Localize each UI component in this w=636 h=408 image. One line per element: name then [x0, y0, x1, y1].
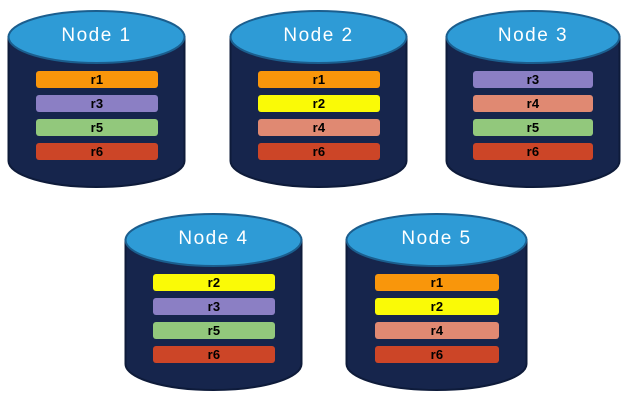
- replica-label: r6: [526, 144, 540, 159]
- replica-bar[interactable]: r3: [473, 71, 593, 88]
- replica-label: r2: [312, 96, 326, 111]
- replica-label: r4: [526, 96, 540, 111]
- replica-bar[interactable]: r6: [36, 143, 158, 160]
- replica-bar[interactable]: r6: [473, 143, 593, 160]
- replica-bar[interactable]: r6: [153, 346, 275, 363]
- replica-bar[interactable]: r2: [375, 298, 499, 315]
- replica-bar[interactable]: r3: [36, 95, 158, 112]
- replica-bar[interactable]: r2: [258, 95, 380, 112]
- replica-label: r2: [207, 275, 221, 290]
- replica-label: r4: [312, 120, 326, 135]
- replica-label: r1: [430, 275, 444, 290]
- replica-label: r6: [312, 144, 326, 159]
- replica-label: r3: [526, 72, 540, 87]
- replica-bar[interactable]: r3: [153, 298, 275, 315]
- replica-bar[interactable]: r6: [258, 143, 380, 160]
- replica-bar[interactable]: r4: [375, 322, 499, 339]
- replica-label: r6: [207, 347, 221, 362]
- replica-bar[interactable]: r5: [153, 322, 275, 339]
- replica-label: r6: [430, 347, 444, 362]
- cylinder-top: [229, 10, 408, 64]
- replica-bar[interactable]: r6: [375, 346, 499, 363]
- replica-bar[interactable]: r5: [473, 119, 593, 136]
- cylinder-top: [7, 10, 186, 64]
- replica-label: r4: [430, 323, 444, 338]
- replica-bar[interactable]: r1: [258, 71, 380, 88]
- replica-list: r1 r2 r4 r6: [375, 274, 499, 363]
- replica-bar[interactable]: r4: [258, 119, 380, 136]
- replica-bar[interactable]: r2: [153, 274, 275, 291]
- replica-list: r1 r3 r5 r6: [36, 71, 158, 160]
- cylinder-top: [345, 213, 528, 267]
- replica-list: r2 r3 r5 r6: [153, 274, 275, 363]
- replica-label: r3: [207, 299, 221, 314]
- replica-label: r5: [526, 120, 540, 135]
- replica-label: r2: [430, 299, 444, 314]
- cylinder-top: [124, 213, 303, 267]
- cylinder-top: [445, 10, 621, 64]
- replica-label: r1: [90, 72, 104, 87]
- replica-list: r3 r4 r5 r6: [473, 71, 593, 160]
- replica-bar[interactable]: r1: [375, 274, 499, 291]
- replica-label: r5: [90, 120, 104, 135]
- replica-bar[interactable]: r4: [473, 95, 593, 112]
- replica-list: r1 r2 r4 r6: [258, 71, 380, 160]
- replica-label: r1: [312, 72, 326, 87]
- replica-label: r3: [90, 96, 104, 111]
- replica-bar[interactable]: r5: [36, 119, 158, 136]
- replica-bar[interactable]: r1: [36, 71, 158, 88]
- replica-label: r6: [90, 144, 104, 159]
- replica-label: r5: [207, 323, 221, 338]
